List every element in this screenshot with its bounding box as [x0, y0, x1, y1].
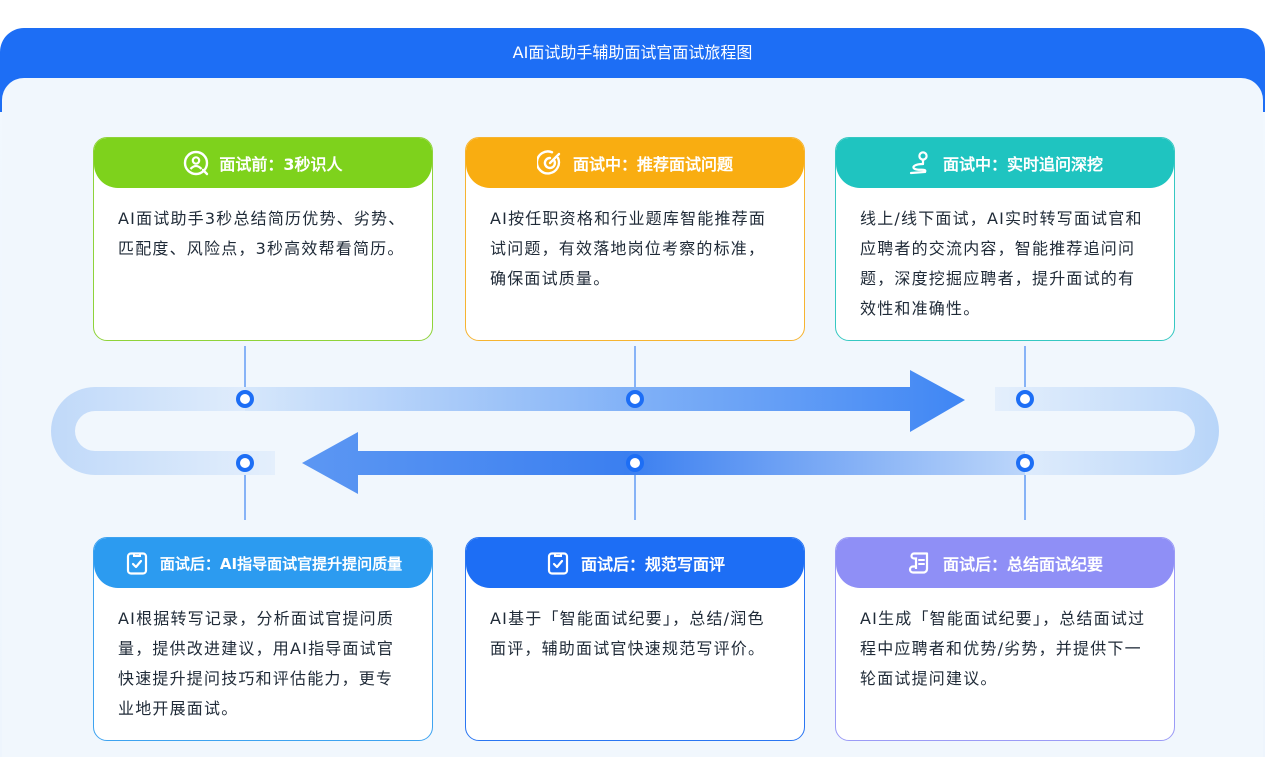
- stage-title: 面试后：总结面试纪要: [942, 555, 1103, 574]
- stage-card-header: 面试后：AI指导面试官提升提问质量: [94, 538, 432, 588]
- stage-card-header: 面试中：实时追问深挖: [836, 138, 1174, 188]
- map-pin-route-icon: [909, 151, 928, 175]
- flow-node: [236, 454, 254, 472]
- flow-node: [1016, 454, 1034, 472]
- flow-right-turn: [995, 387, 1219, 475]
- stage-description: AI生成「智能面试纪要」，总结面试过程中应聘者和优势/劣势，并提供下一轮面试提问…: [860, 609, 1146, 688]
- stage-card-follow-up: 面试中：实时追问深挖 线上/线下面试，AI实时转写面试官和应聘者的交流内容，智能…: [835, 137, 1175, 341]
- stage-card-summary: 面试后：总结面试纪要 AI生成「智能面试纪要」，总结面试过程中应聘者和优势/劣势…: [835, 537, 1175, 741]
- stage-card-header: 面试后：总结面试纪要: [836, 538, 1174, 588]
- flow-arrow-left: [302, 432, 1025, 494]
- stage-card-header: 面试前：3秒识人: [94, 138, 432, 188]
- stage-card-write-review: 面试后：规范写面评 AI基于「智能面试纪要」，总结/润色面评，辅助面试官快速规范…: [465, 537, 805, 741]
- scroll-document-icon: [908, 552, 929, 574]
- flow-node: [236, 390, 254, 408]
- person-search-icon: [184, 150, 209, 176]
- stage-title: 面试后：AI指导面试官提升提问质量: [159, 554, 403, 573]
- stage-title: 面试中：推荐面试问题: [572, 155, 733, 174]
- stage-card-header: 面试中：推荐面试问题: [466, 138, 804, 188]
- stage-description: AI基于「智能面试纪要」，总结/润色面评，辅助面试官快速规范写评价。: [490, 609, 766, 658]
- stage-description: AI根据转写记录，分析面试官提问质量，提供改进建议，用AI指导面试官快速提升提问…: [118, 609, 395, 718]
- stage-description: AI按任职资格和行业题库智能推荐面试问题，有效落地岗位考察的标准，确保面试质量。: [490, 209, 767, 288]
- stage-title: 面试前：3秒识人: [219, 155, 343, 174]
- stage-description: AI面试助手3秒总结简历优势、劣势、匹配度、风险点，3秒高效帮看简历。: [118, 209, 406, 258]
- page-title: AI面试助手辅助面试官面试旅程图: [512, 43, 753, 62]
- stage-card-question-recommend: 面试中：推荐面试问题 AI按任职资格和行业题库智能推荐面试问题，有效落地岗位考察…: [465, 137, 805, 341]
- target-icon: [536, 150, 561, 175]
- flow-node: [626, 390, 644, 408]
- checklist-icon: [547, 552, 569, 575]
- stage-title: 面试后：规范写面评: [580, 555, 725, 574]
- checklist-icon: [126, 552, 147, 575]
- stage-card-pre-interview: 面试前：3秒识人 AI面试助手3秒总结简历优势、劣势、匹配度、风险点，3秒高效帮…: [93, 137, 433, 341]
- flow-node: [1016, 390, 1034, 408]
- stage-title: 面试中：实时追问深挖: [942, 155, 1103, 174]
- flow-arrow-right: [245, 370, 965, 432]
- stage-card-header: 面试后：规范写面评: [466, 538, 804, 588]
- flow-node: [626, 454, 644, 472]
- flow-left-turn: [51, 387, 275, 475]
- stage-description: 线上/线下面试，AI实时转写面试官和应聘者的交流内容，智能推荐追问问题，深度挖掘…: [860, 209, 1143, 318]
- stage-card-question-quality: 面试后：AI指导面试官提升提问质量 AI根据转写记录，分析面试官提问质量，提供改…: [93, 537, 433, 741]
